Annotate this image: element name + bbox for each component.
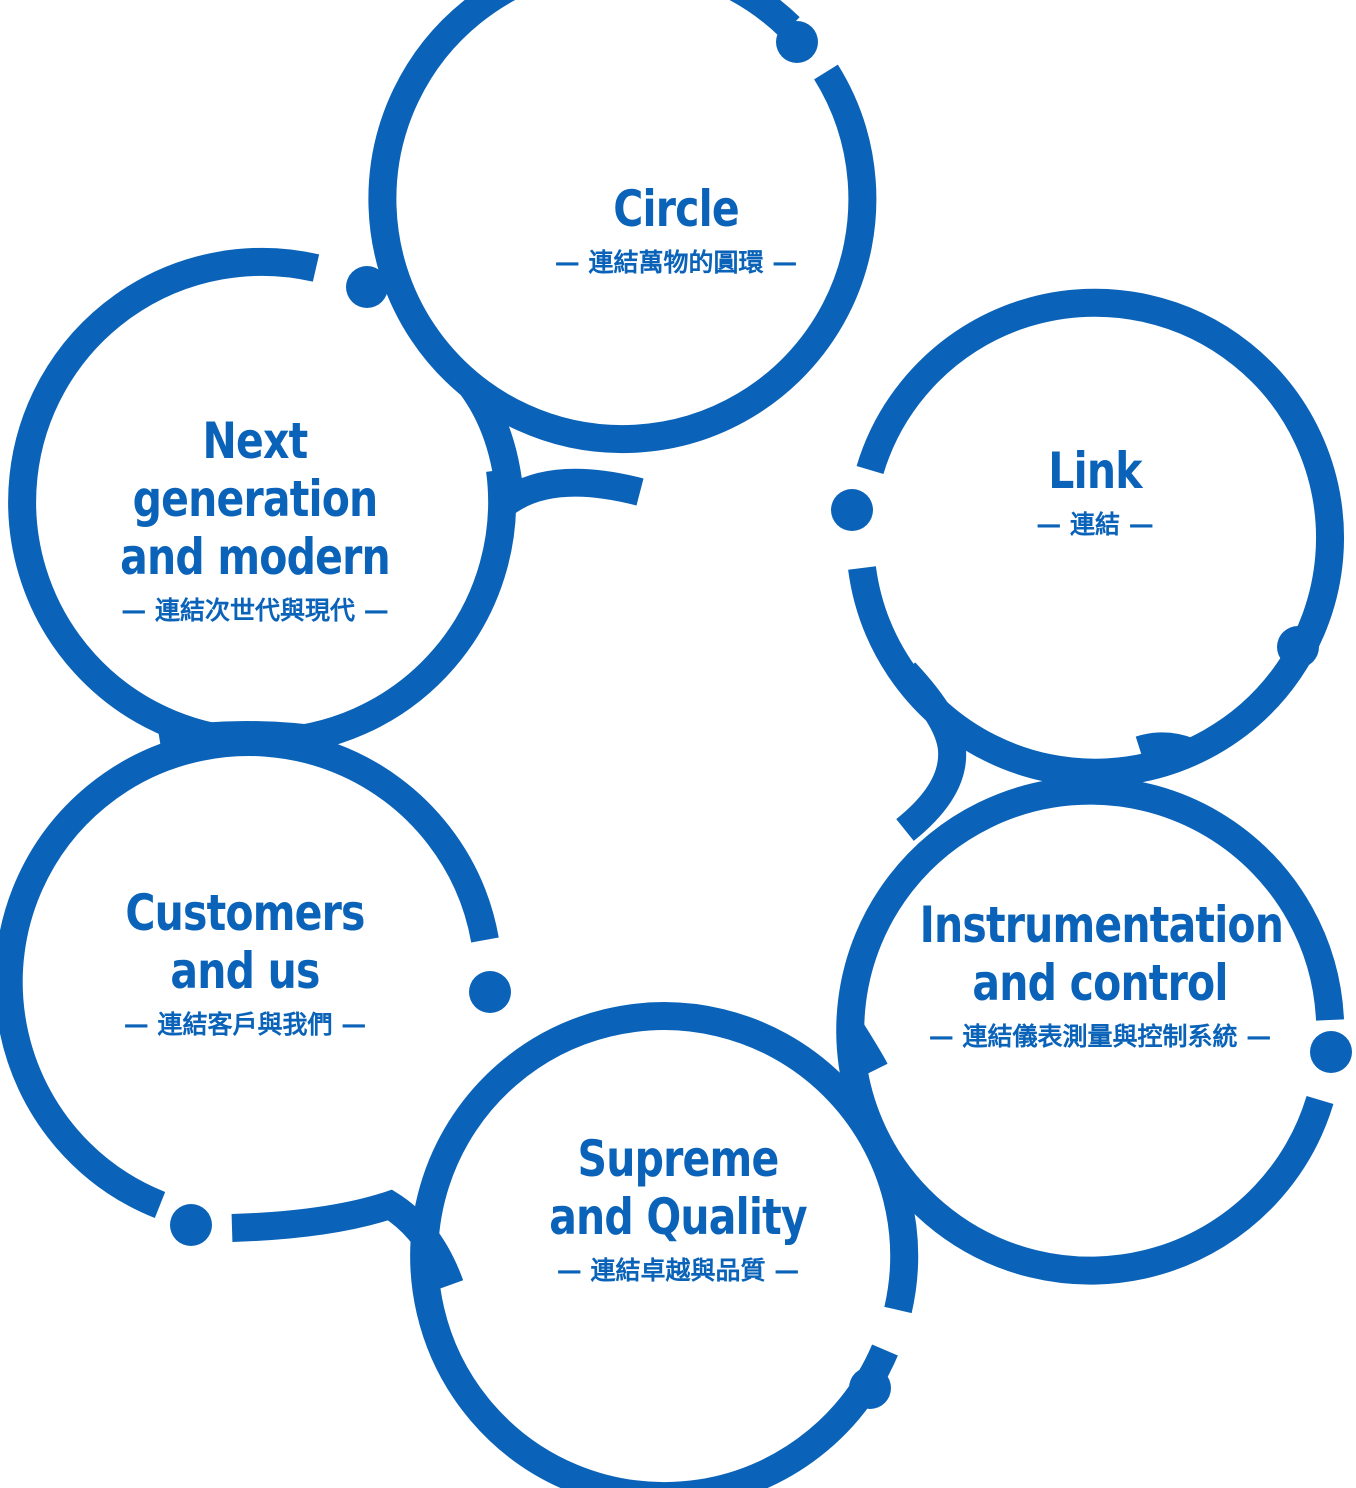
node-supreme: Supreme and Quality — 連結卓越與品質 —: [478, 1130, 878, 1288]
node-next-gen-title: Next generation and modern: [75, 412, 436, 586]
node-next-gen-subtitle: — 連結次世代與現代 —: [121, 596, 389, 625]
ring-next-gen: [8, 247, 517, 756]
bridge-customers-supreme: [231, 1189, 464, 1290]
node-customers: Customers and us — 連結客戶與我們 —: [45, 884, 445, 1042]
bridge-nextgen-customers: [157, 721, 338, 756]
bridge-link-instrumentation: [894, 662, 967, 841]
bridge-instrumentation-supreme: [836, 1017, 888, 1077]
ring-dot-instrumentation: [1310, 1031, 1352, 1073]
ring-dot-customers-right: [469, 971, 511, 1013]
node-next-gen: Next generation and modern — 連結次世代與現代 —: [35, 412, 475, 628]
node-supreme-title-line-2: and Quality: [549, 1188, 807, 1246]
node-circle-title: Circle: [512, 180, 840, 238]
node-instrumentation-title: Instrumentation and control: [919, 896, 1284, 1012]
ring-dot-supreme: [849, 1367, 891, 1409]
ring-dot-customers-bottom: [170, 1204, 212, 1246]
node-next-gen-title-line-1: Next generation: [132, 412, 379, 528]
node-circle-subtitle: — 連結萬物的圓環 —: [554, 248, 798, 277]
ring-instrumentation: [836, 776, 1344, 1285]
node-link-title-line-1: Link: [1048, 442, 1142, 500]
ring-dot-next-gen: [346, 266, 388, 308]
node-supreme-subtitle: — 連結卓越與品質 —: [556, 1256, 800, 1285]
node-supreme-title: Supreme and Quality: [514, 1130, 842, 1246]
ring-dot-link-right: [1277, 626, 1319, 668]
ring-dot-circle: [776, 21, 818, 63]
node-instrumentation-title-line-1: Instrumentation: [919, 896, 1284, 954]
node-circle: Circle — 連結萬物的圓環 —: [476, 180, 876, 280]
node-supreme-title-line-1: Supreme: [577, 1130, 780, 1188]
node-link-title: Link: [972, 442, 1218, 500]
node-instrumentation: Instrumentation and control — 連結儀表測量與控制系…: [880, 896, 1320, 1054]
node-customers-title-line-2: and us: [170, 942, 320, 1000]
node-instrumentation-subtitle: — 連結儀表測量與控制系統 —: [928, 1022, 1272, 1051]
node-customers-title: Customers and us: [81, 884, 409, 1000]
node-customers-subtitle: — 連結客戶與我們 —: [123, 1010, 367, 1039]
node-link: Link — 連結 —: [945, 442, 1245, 542]
node-next-gen-title-line-2: and modern: [120, 528, 391, 586]
bridge-link-instrumentation-lower: [1135, 732, 1196, 766]
ring-customers: [0, 728, 499, 1218]
ring-circle: [368, 0, 877, 454]
ring-dot-link-left: [831, 489, 873, 531]
ring-link: [848, 288, 1344, 787]
bridge-nextgen-circle: [458, 375, 644, 525]
ring-supreme: [410, 1002, 919, 1488]
node-circle-title-line-1: Circle: [613, 180, 739, 238]
node-link-subtitle: — 連結 —: [1036, 510, 1154, 539]
node-instrumentation-title-line-2: and control: [972, 954, 1228, 1012]
node-customers-title-line-1: Customers: [125, 884, 365, 942]
